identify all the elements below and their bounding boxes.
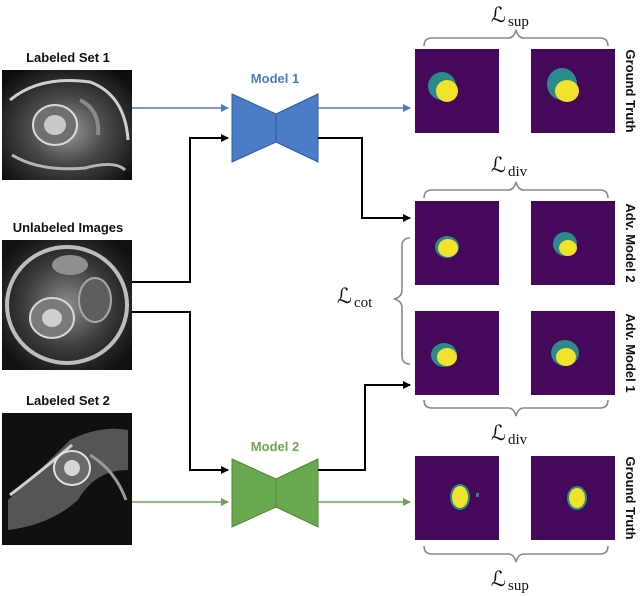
svg-text:ℒ: ℒ xyxy=(491,421,506,445)
svg-text:ℒ: ℒ xyxy=(337,284,352,308)
labeled-set-2-label: Labeled Set 2 xyxy=(26,393,110,408)
svg-text:cot: cot xyxy=(354,295,373,311)
mask-gt-bottom-label xyxy=(531,456,615,540)
mask-adv-model2-left xyxy=(415,201,499,285)
brace-div-top xyxy=(423,181,609,199)
model-1-decoder-shape xyxy=(275,93,319,163)
side-label-ground-truth-top: Ground Truth xyxy=(623,49,638,132)
brace-sup-bottom xyxy=(423,545,609,563)
model-2-label: Model 2 xyxy=(251,439,299,454)
loss-cot: ℒ cot xyxy=(337,284,373,311)
labeled-set-1-label: Labeled Set 1 xyxy=(26,50,110,65)
mask-adv-model2-right xyxy=(531,201,615,285)
svg-text:sup: sup xyxy=(508,14,529,30)
loss-div-top: ℒ div xyxy=(491,153,528,180)
side-label-adv-model-2: Adv. Model 2 xyxy=(623,203,638,282)
model-2-encoder-shape xyxy=(231,458,277,528)
mask-adv-model1-right xyxy=(531,311,615,395)
loss-div-bottom: ℒ div xyxy=(491,421,528,448)
arrow-model1-to-predictions xyxy=(318,137,411,222)
mri-image-labeled-set-2 xyxy=(2,413,132,545)
side-label-adv-model-1: Adv. Model 1 xyxy=(623,313,638,392)
brace-cot xyxy=(393,237,411,365)
arrow-model2-to-predictions xyxy=(318,381,411,471)
brace-sup-top xyxy=(423,29,609,47)
mask-gt-top-prediction xyxy=(415,49,499,133)
model-2-decoder-shape xyxy=(275,458,319,528)
side-label-ground-truth-bottom: Ground Truth xyxy=(623,456,638,539)
arrow-unlabeled-to-model1 xyxy=(132,134,229,283)
brace-div-bottom xyxy=(423,399,609,417)
mri-image-labeled-set-1 xyxy=(2,70,132,180)
unlabeled-images-label: Unlabeled Images xyxy=(13,220,124,235)
model-1-label: Model 1 xyxy=(251,71,299,86)
svg-text:sup: sup xyxy=(508,578,529,594)
svg-text:ℒ: ℒ xyxy=(491,153,506,177)
arrow-unlabeled-to-model2 xyxy=(132,311,229,474)
svg-text:div: div xyxy=(508,164,528,180)
svg-text:div: div xyxy=(508,432,528,448)
model-1-encoder-shape xyxy=(231,93,277,163)
mask-gt-top-label xyxy=(531,49,615,133)
svg-text:ℒ: ℒ xyxy=(491,3,506,27)
loss-sup-bottom: ℒ sup xyxy=(491,567,529,594)
mask-adv-model1-left xyxy=(415,311,499,395)
svg-text:ℒ: ℒ xyxy=(491,567,506,591)
loss-sup-top: ℒ sup xyxy=(491,3,529,30)
mask-gt-bottom-prediction xyxy=(415,456,499,540)
mri-image-unlabeled xyxy=(2,240,132,370)
